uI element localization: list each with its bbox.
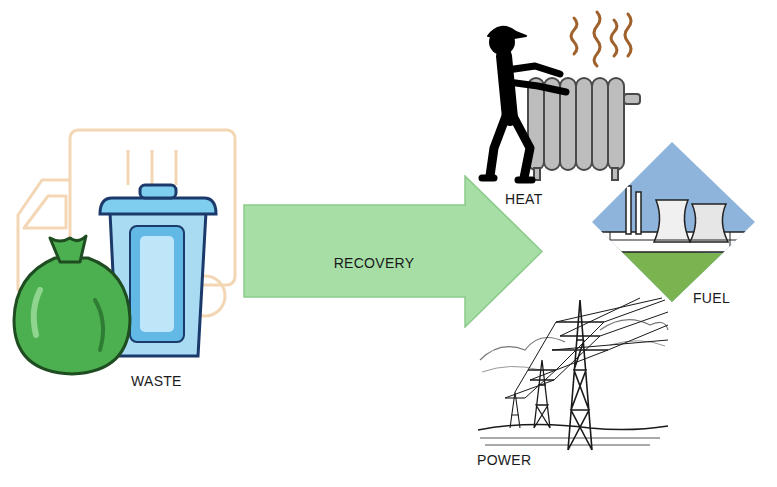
radiator-foot: [612, 168, 618, 180]
power-wire: [515, 298, 662, 392]
person-torso: [504, 56, 510, 118]
bin-panel-light: [140, 236, 174, 332]
fuel-sky: [590, 140, 760, 305]
bag-body: [14, 258, 130, 374]
person-leg: [490, 116, 506, 176]
radiator-fin: [608, 78, 624, 170]
radiator: [528, 78, 640, 180]
heat-wave: [611, 20, 617, 56]
power-wire: [552, 340, 668, 350]
truck-mark: [151, 150, 154, 185]
plant-chimney: [636, 192, 641, 234]
heat-waves: [571, 12, 631, 66]
power-wire: [560, 298, 640, 336]
waste-bag: [14, 236, 130, 374]
radiator-fin: [592, 78, 608, 170]
heat-illustration: [482, 12, 640, 180]
node-label: HEAT: [505, 191, 543, 208]
bag-neck: [50, 236, 86, 262]
block-arrow-shape: [243, 175, 543, 328]
power-illustration: [478, 298, 668, 450]
bag-highlight: [34, 290, 40, 335]
node-label: FUEL: [693, 290, 730, 307]
recovery-arrow: RECOVERY: [243, 175, 543, 328]
heat-label-node: HEAT: [505, 191, 543, 208]
plant-chimney: [626, 186, 631, 234]
person-leg: [513, 116, 530, 178]
pylon-medium: [528, 360, 556, 428]
node-label: WASTE: [131, 373, 182, 390]
heat-wave: [594, 12, 600, 66]
person-arm: [508, 82, 566, 92]
heat-wave: [625, 14, 631, 56]
fuel-ground: [590, 245, 760, 305]
pylon-large: [552, 300, 608, 450]
power-wires: [505, 298, 668, 398]
power-label-node: POWER: [477, 452, 531, 469]
plant-detail: [600, 240, 745, 241]
truck-mark: [175, 150, 178, 185]
plant-detail: [610, 232, 611, 252]
plant-detail: [730, 232, 731, 252]
node-label: POWER: [477, 452, 531, 469]
truck-window: [24, 196, 66, 228]
radiator-fin: [576, 78, 592, 170]
person-silhouette: [482, 27, 566, 180]
ground-line: [478, 424, 668, 430]
waste-label-node: WASTE: [131, 373, 182, 390]
cloud-line: [482, 366, 540, 372]
radiator-valve: [624, 94, 640, 104]
bin-handle: [140, 185, 176, 198]
truck-mark: [127, 150, 130, 185]
power-wire: [505, 312, 668, 398]
cloud-line: [480, 338, 565, 361]
heat-wave: [571, 18, 577, 54]
person-arm: [507, 66, 560, 74]
bin-lid: [100, 198, 216, 214]
bag-fold: [95, 300, 103, 350]
pylon-arm: [505, 397, 525, 398]
cooling-tower: [654, 200, 690, 242]
block-arrow-outline: [244, 176, 542, 327]
ground-hatch: [480, 438, 660, 445]
cooling-tower: [690, 204, 728, 242]
arrow-label: RECOVERY: [263, 255, 485, 272]
fuel-label-node: FUEL: [693, 290, 730, 307]
fuel-illustration: [590, 140, 760, 305]
pylon-frame: [510, 392, 520, 428]
person-cap: [488, 27, 526, 38]
power-wire: [530, 325, 668, 380]
bin-panel: [130, 226, 184, 342]
person-foot: [482, 175, 494, 182]
person-foot: [518, 177, 532, 184]
cloud-line: [600, 320, 668, 330]
